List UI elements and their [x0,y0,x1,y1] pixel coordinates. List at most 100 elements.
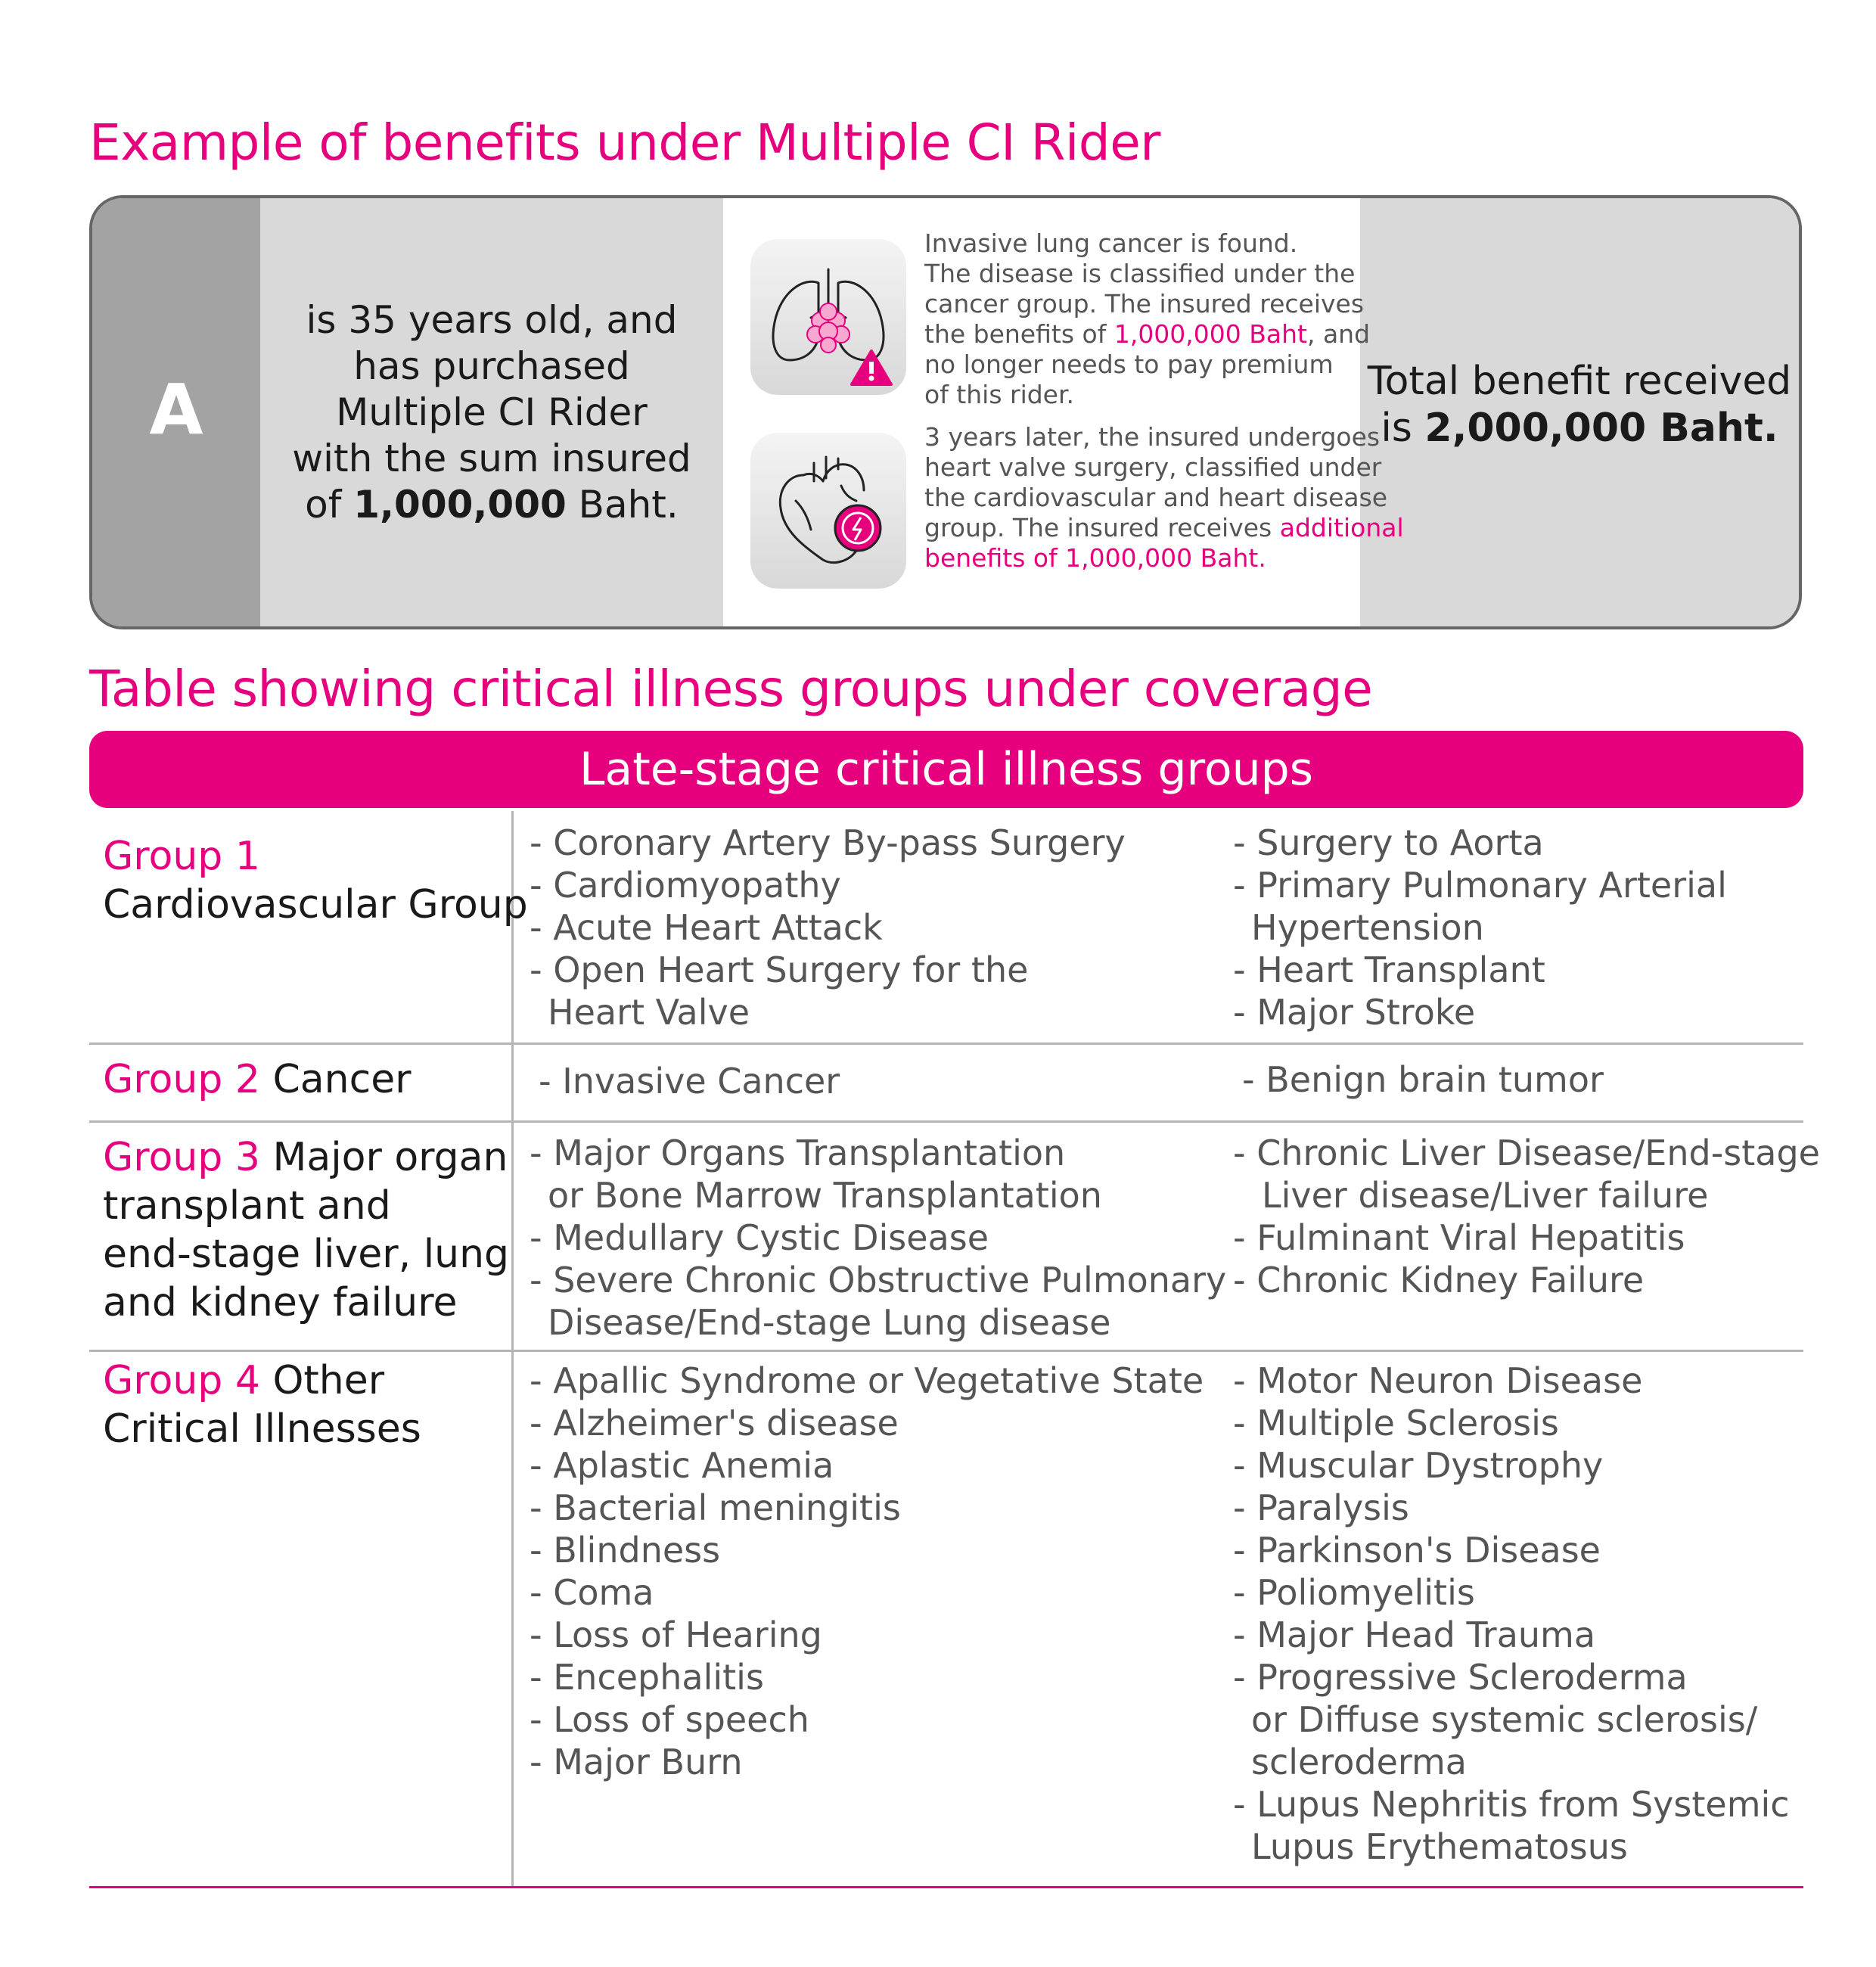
table-row-group-2: Group 2 Cancer - Invasive Cancer - Benig… [89,1045,1803,1123]
group-name: transplant and [103,1183,391,1229]
group-name: Group 3 Major organ [103,1135,508,1180]
illness-item: - Primary Pulmonary Arterial [1233,865,1727,906]
illness-list-col1: - Invasive Cancer [539,1060,840,1102]
illness-item: - Blindness [530,1530,721,1571]
desc-line: is 35 years old, and [306,297,678,342]
event-lung-cancer-text: Invasive lung cancer is found. The disea… [924,228,1370,410]
illness-item: - Encephalitis [530,1657,764,1698]
illness-list-col2: - Motor Neuron Disease - Multiple Sclero… [1233,1359,1790,1868]
illness-item: - Severe Chronic Obstructive Pulmonary [530,1260,1227,1300]
illness-item: - Major Stroke [1233,992,1476,1033]
events-column: Invasive lung cancer is found. The disea… [723,198,1404,626]
table-header: Late-stage critical illness groups [89,731,1803,808]
illness-item: - Fulminant Viral Hepatitis [1233,1217,1685,1258]
column-divider [511,1123,514,1350]
illness-item: - Heart Transplant [1233,949,1545,990]
illness-item: Liver disease/Liver failure [1262,1175,1709,1216]
illness-list-col2: - Benign brain tumor [1242,1058,1604,1101]
illness-item: - Apallic Syndrome or Vegetative State [530,1360,1204,1401]
group-name: end-stage liver, lung [103,1232,510,1277]
illness-item: - Chronic Kidney Failure [1233,1260,1645,1300]
illness-item: - Acute Heart Attack [530,907,883,948]
group-name: Critical Illnesses [103,1406,421,1452]
illness-item: - Loss of speech [530,1699,809,1740]
illness-item: - Major Organs Transplantation [530,1133,1066,1173]
desc-line: has purchased [353,343,630,388]
illness-list-col1: - Apallic Syndrome or Vegetative State -… [530,1359,1204,1783]
group-name: Group 4 Other [103,1358,385,1403]
illness-item: - Chronic Liver Disease/End-stage [1233,1133,1820,1173]
illness-item: or Bone Marrow Transplantation [548,1175,1102,1216]
event-line: no longer needs to pay premium [924,350,1334,379]
illness-item: - Medullary Cystic Disease [530,1217,989,1258]
illness-item: - Progressive Scleroderma [1233,1657,1688,1698]
table-row-group-4: Group 4 Other Critical Illnesses - Apall… [89,1352,1803,1888]
illness-list-col2: - Chronic Liver Disease/End-stage Liver … [1233,1132,1820,1301]
illness-item: Hypertension [1251,907,1484,948]
illness-item: - Cardiomyopathy [530,865,841,906]
event-line: The disease is classified under the [924,259,1356,288]
illness-item: - Aplastic Anemia [530,1445,834,1486]
table-row-group-1: Group 1 Cardiovascular Group - Coronary … [89,811,1803,1045]
event-line: benefits of 1,000,000 Baht. [924,543,1266,573]
illness-item: - Parkinson's Disease [1233,1530,1601,1571]
illness-item: - Bacterial meningitis [530,1487,901,1528]
insured-letter: A [92,198,260,626]
desc-line: with the sum insured [292,436,691,480]
event-line: heart valve surgery, classified under [924,452,1382,482]
table-title: Table showing critical illness groups un… [89,660,1373,718]
illness-item: Lupus Erythematosus [1251,1826,1628,1867]
illness-item: or Diffuse systemic sclerosis/ [1251,1699,1758,1740]
group-name: and kidney failure [103,1280,458,1325]
total-amount: 2,000,000 Baht. [1424,406,1778,451]
group-number: Group 1 [103,834,260,879]
total-benefit: Total benefit received is 2,000,000 Baht… [1360,198,1799,626]
group-name: Cardiovascular Group [103,882,528,928]
event-line: cancer group. The insured receives [924,289,1365,319]
total-line: is 2,000,000 Baht. [1381,406,1778,451]
event-line: of this rider. [924,380,1075,409]
illness-item: Disease/End-stage Lung disease [548,1302,1111,1343]
illness-item: - Surgery to Aorta [1233,822,1544,863]
desc-line: of 1,000,000 Baht. [305,482,679,527]
illness-item: - Paralysis [1233,1487,1409,1528]
event-lung-cancer: Invasive lung cancer is found. The disea… [750,228,1370,410]
insured-description: is 35 years old, and has purchased Multi… [260,198,723,626]
example-panel: A is 35 years old, and has purchased Mul… [89,195,1802,629]
illness-item: - Invasive Cancer [539,1061,840,1102]
illness-item: - Lupus Nephritis from Systemic [1233,1784,1790,1825]
event-heart-surgery: 3 years later, the insured undergoes hea… [750,422,1404,589]
illness-item: - Poliomyelitis [1233,1572,1475,1613]
desc-line: Multiple CI Rider [336,390,648,434]
event-line: the benefits of 1,000,000 Baht, and [924,319,1371,349]
illness-item: - Motor Neuron Disease [1233,1360,1643,1401]
illness-item: - Loss of Hearing [530,1614,822,1655]
illness-item: - Major Head Trauma [1233,1614,1596,1655]
event-line: group. The insured receives additional [924,513,1404,542]
column-divider [511,1045,514,1120]
illness-item: - Coronary Artery By-pass Surgery [530,822,1126,863]
illness-item: scleroderma [1251,1742,1467,1782]
heart-surgery-icon [750,433,906,589]
event-line: 3 years later, the insured undergoes [924,422,1381,452]
group-label: Group 3 Major organ transplant and end-s… [103,1133,509,1327]
illness-item: - Major Burn [530,1742,743,1782]
column-divider [511,811,514,1043]
group-label: Group 1 Cardiovascular Group [103,832,528,929]
illness-list-col1: - Major Organs Transplantation or Bone M… [530,1132,1226,1344]
sum-insured: 1,000,000 [353,482,567,527]
total-line: Total benefit received [1367,359,1792,404]
illness-item: Heart Valve [548,992,750,1033]
group-label: Group 2 Cancer [103,1055,412,1104]
group-name: Group 2 Cancer [103,1057,412,1102]
table-row-group-3: Group 3 Major organ transplant and end-s… [89,1123,1820,1352]
illness-item: - Benign brain tumor [1242,1059,1604,1100]
event-heart-surgery-text: 3 years later, the insured undergoes hea… [924,422,1404,589]
illness-list-col2: - Surgery to Aorta - Primary Pulmonary A… [1233,822,1727,1033]
illness-item: - Alzheimer's disease [530,1403,899,1443]
illness-item: - Multiple Sclerosis [1233,1403,1559,1443]
lung-cancer-warning-icon [750,239,906,395]
illness-list-col1: - Coronary Artery By-pass Surgery - Card… [530,822,1126,1033]
illness-item: - Muscular Dystrophy [1233,1445,1604,1486]
group-label: Group 4 Other Critical Illnesses [103,1356,421,1453]
